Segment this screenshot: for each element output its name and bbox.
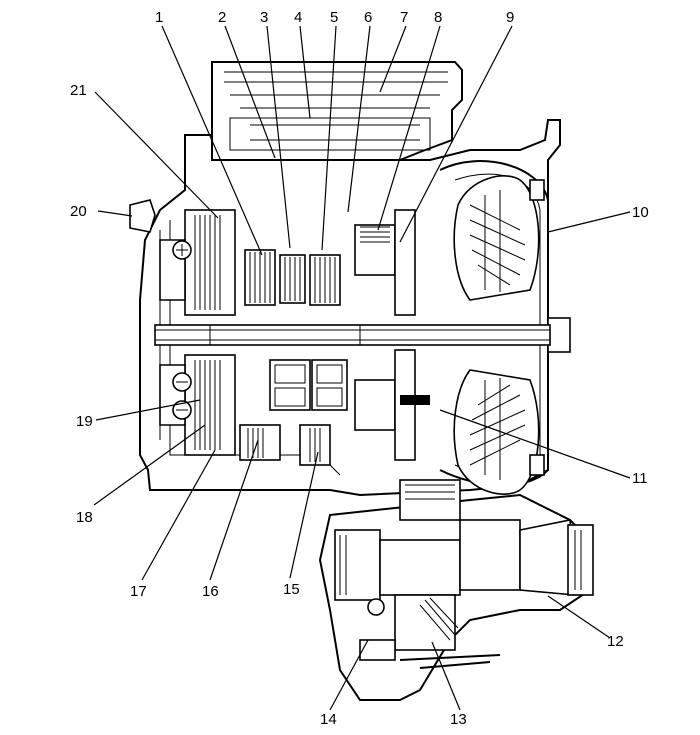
leader-14 (329, 639, 369, 711)
callout-15: 15 (283, 581, 300, 598)
differential-final-drive (318, 479, 594, 701)
leader-12 (547, 595, 611, 639)
callout-labels: 1 2 3 4 5 6 7 8 9 10 11 12 13 14 15 16 1… (70, 9, 649, 728)
callout-14: 14 (320, 711, 337, 728)
callout-17: 17 (130, 583, 147, 600)
leader-19 (95, 399, 201, 421)
drive-sprocket (354, 209, 430, 461)
leader-7 (379, 25, 407, 93)
callout-11: 11 (632, 470, 648, 487)
callout-7: 7 (400, 9, 408, 26)
callout-12: 12 (607, 633, 624, 650)
callout-1: 1 (155, 9, 163, 26)
callout-3: 3 (260, 9, 268, 26)
callout-5: 5 (330, 9, 338, 26)
leader-5 (321, 25, 337, 251)
torque-converter (453, 175, 571, 495)
leader-10 (547, 211, 631, 233)
leader-17 (141, 449, 216, 581)
callout-13: 13 (450, 711, 467, 728)
leader-1 (161, 25, 263, 256)
callout-21: 21 (70, 82, 87, 99)
clutch-packs-left (159, 209, 236, 456)
planetary-gear-sets (244, 249, 348, 411)
callout-18: 18 (76, 509, 93, 526)
leader-2 (224, 25, 276, 159)
callout-16: 16 (202, 583, 219, 600)
leader-16 (209, 439, 259, 581)
callout-4: 4 (294, 9, 302, 26)
leader-18 (93, 424, 206, 506)
callout-6: 6 (364, 9, 372, 26)
callout-20: 20 (70, 203, 87, 220)
leader-6 (347, 25, 371, 213)
main-shaft (154, 324, 551, 346)
callout-19: 19 (76, 413, 93, 430)
callout-10: 10 (632, 204, 649, 221)
callout-9: 9 (506, 9, 514, 26)
leader-21 (94, 91, 219, 219)
callout-2: 2 (218, 9, 226, 26)
lower-clutch-band (239, 424, 331, 466)
leader-9 (399, 25, 513, 243)
leader-3 (266, 25, 291, 249)
leader-20 (97, 210, 133, 217)
leader-13 (431, 641, 461, 711)
callout-leader-lines (93, 25, 631, 711)
leader-4 (299, 25, 311, 119)
leader-8 (377, 25, 441, 231)
leader-11 (439, 409, 631, 479)
callout-8: 8 (434, 9, 442, 26)
leader-15 (289, 451, 319, 579)
external-fitting (129, 199, 156, 233)
